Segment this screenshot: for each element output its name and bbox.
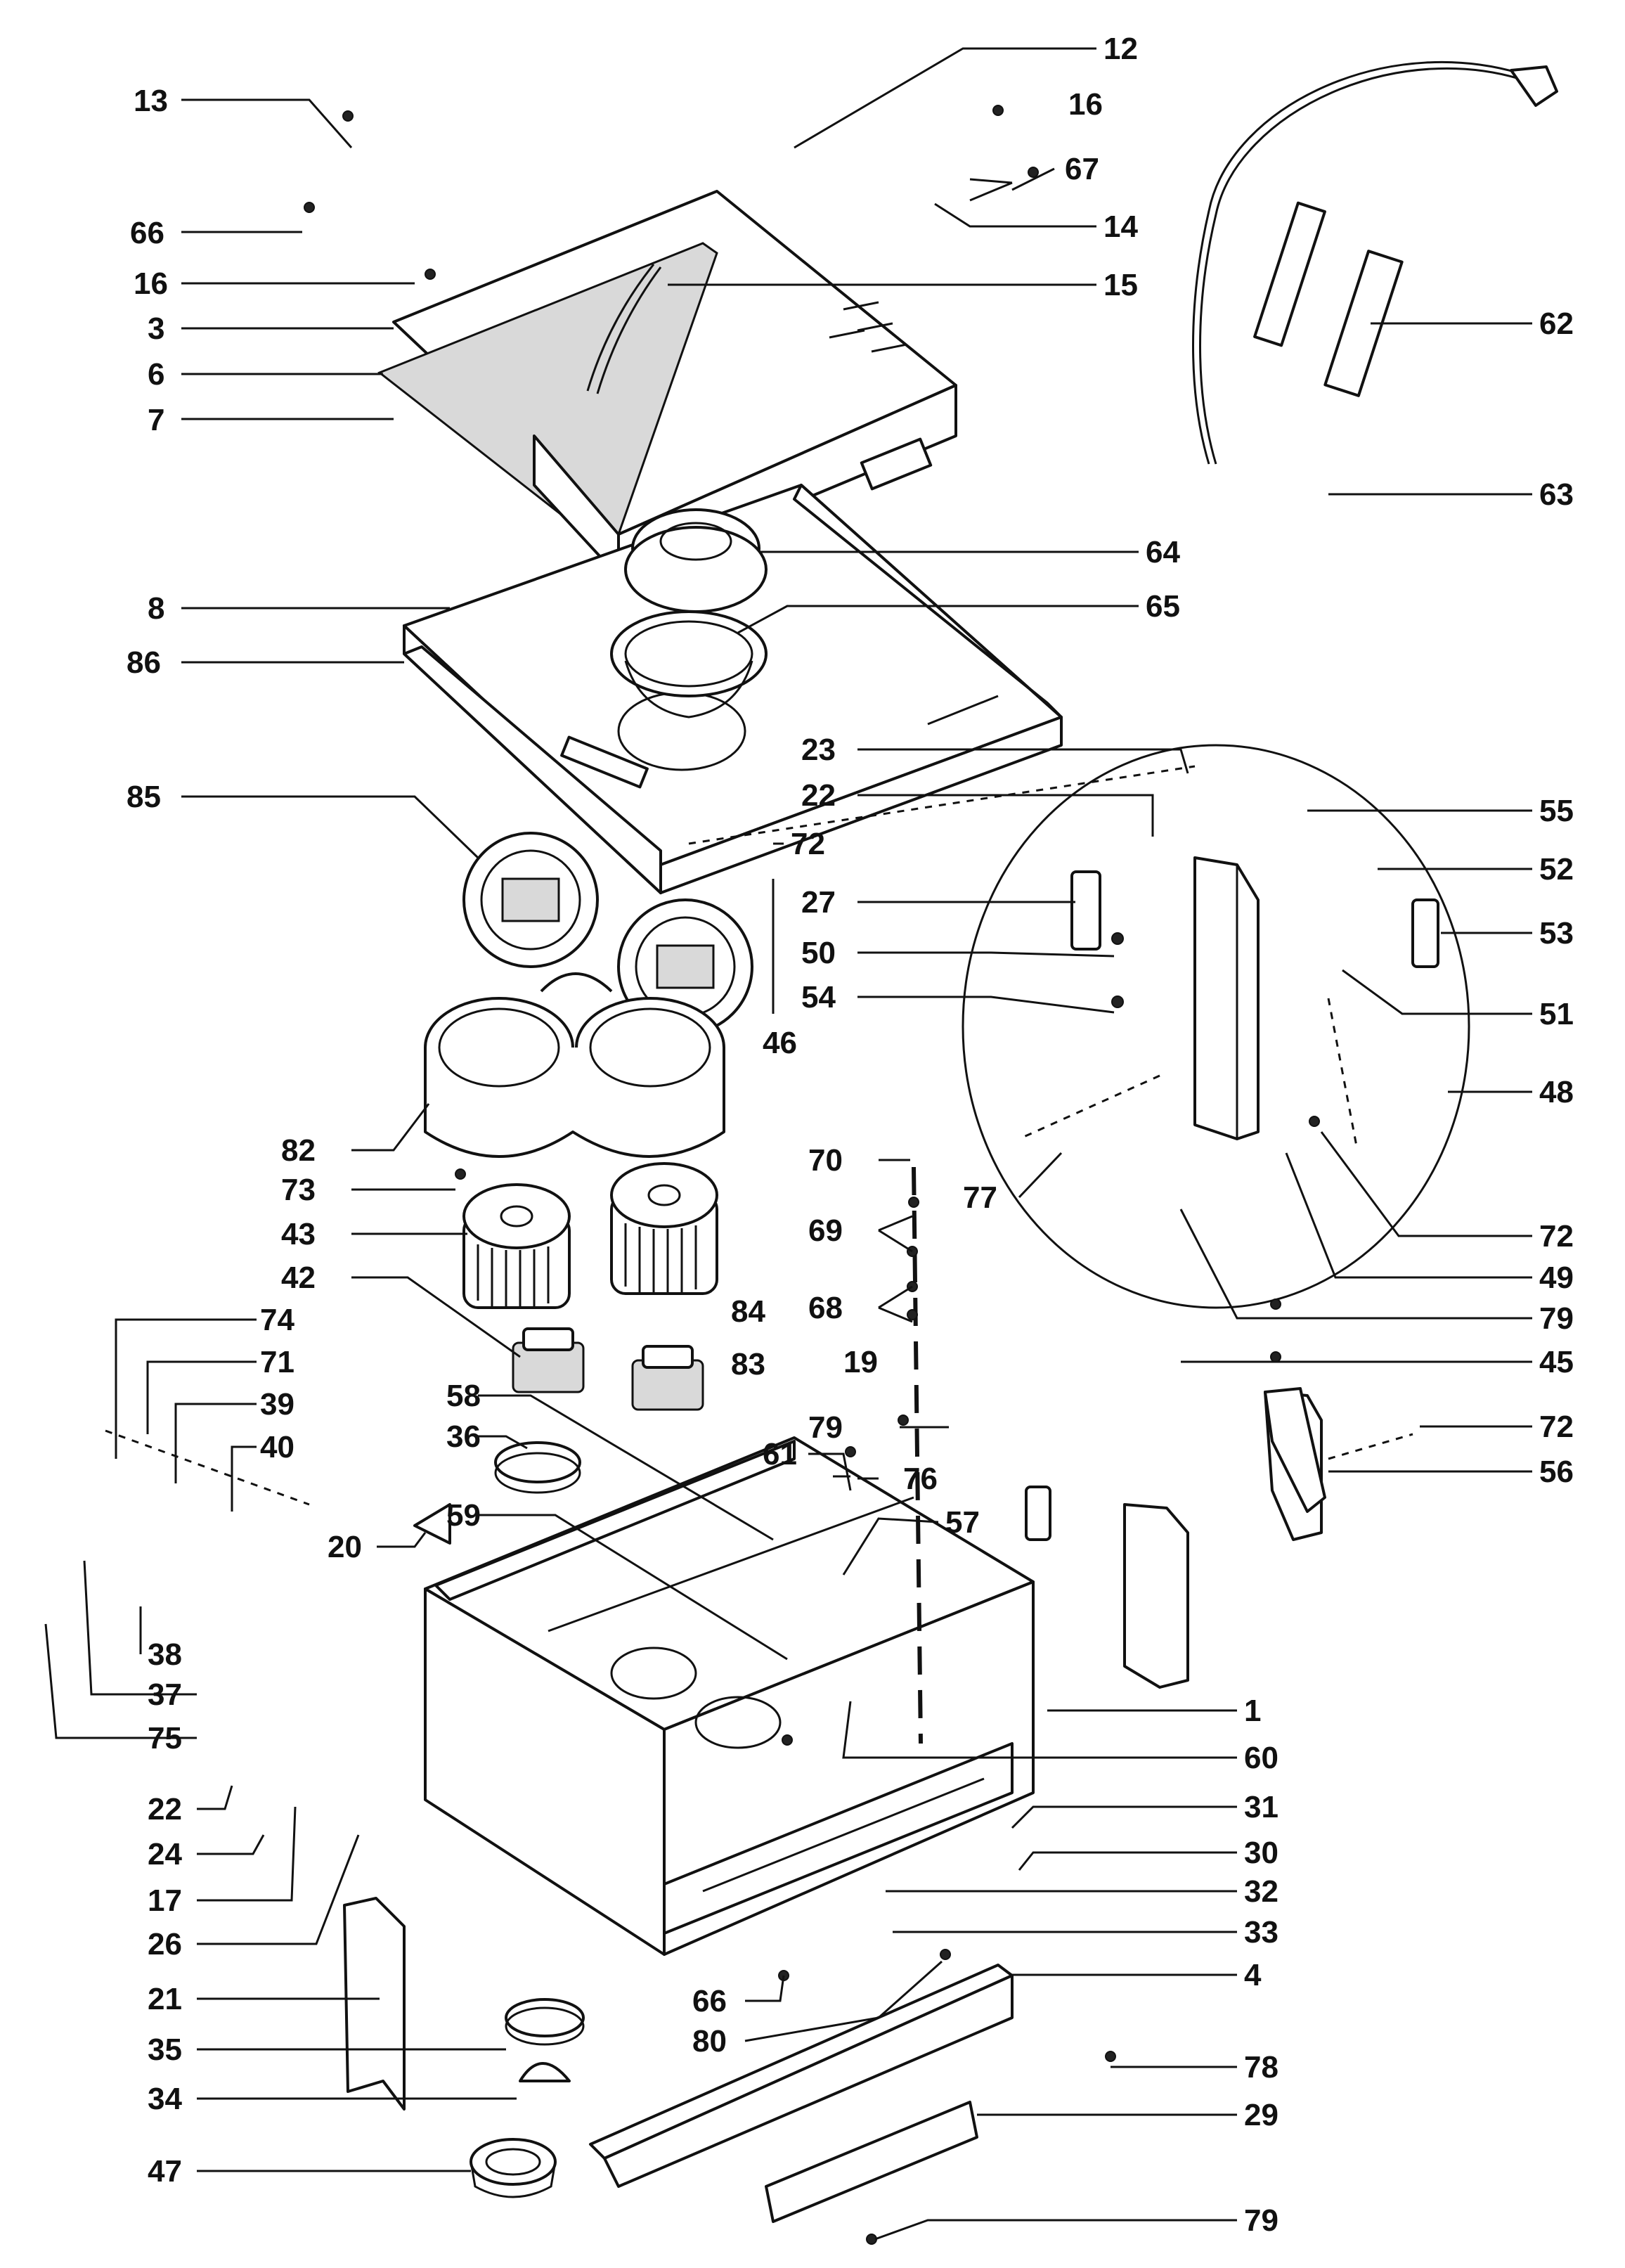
label-60: 60 [1244,1741,1278,1775]
label-74: 74 [260,1303,294,1337]
label-83: 83 [731,1347,765,1381]
label-79-inset: 79 [1539,1301,1574,1336]
ring-parts [413,1441,585,2198]
label-17: 17 [148,1883,182,1918]
label-72-right: 72 [1539,1410,1574,1444]
label-35: 35 [148,2032,182,2067]
label-19: 19 [843,1345,878,1379]
label-51: 51 [1539,997,1574,1031]
label-16-top: 16 [1068,87,1103,122]
motor-ring-parts [610,508,768,719]
label-82: 82 [281,1133,316,1168]
label-55: 55 [1539,794,1574,828]
label-70: 70 [808,1143,843,1178]
label-13: 13 [134,84,168,118]
label-69: 69 [808,1213,843,1248]
label-63: 63 [1539,477,1574,512]
label-67: 67 [1065,152,1099,186]
label-22: 22 [148,1792,182,1826]
label-50: 50 [801,936,836,970]
label-22-upper: 22 [801,778,836,813]
label-33: 33 [1244,1915,1278,1950]
twin-fan-housing-part [424,972,725,1158]
label-79-bottom: 79 [1244,2203,1278,2238]
label-27: 27 [801,885,836,920]
label-3: 3 [148,311,164,346]
label-46: 46 [763,1026,797,1060]
label-37: 37 [148,1677,182,1712]
label-15: 15 [1103,268,1138,302]
label-29: 29 [1244,2098,1278,2132]
fan-cover-parts [462,832,753,1035]
label-40: 40 [260,1430,294,1464]
label-66: 66 [130,216,164,250]
label-6: 6 [148,357,164,392]
label-45: 45 [1539,1345,1574,1379]
label-62: 62 [1539,307,1574,341]
label-71: 71 [260,1345,294,1379]
label-8: 8 [148,591,164,626]
label-76: 76 [903,1462,938,1496]
label-4: 4 [1244,1958,1262,1992]
label-12: 12 [1103,32,1138,66]
label-24: 24 [148,1837,182,1871]
label-75: 75 [148,1721,182,1755]
label-85: 85 [127,780,161,814]
assembly-lines [105,765,1413,1744]
label-57: 57 [945,1505,980,1540]
label-56: 56 [1539,1455,1574,1489]
label-47: 47 [148,2154,182,2189]
label-54: 54 [801,980,836,1014]
label-86: 86 [127,645,161,680]
label-49: 49 [1539,1261,1574,1295]
label-53: 53 [1539,916,1574,951]
label-66-lower: 66 [692,1984,727,2018]
label-20: 20 [328,1530,362,1564]
label-7: 7 [148,403,164,437]
label-1: 1 [1244,1694,1261,1728]
label-14: 14 [1103,210,1138,244]
label-48: 48 [1539,1075,1574,1109]
label-32: 32 [1244,1874,1278,1909]
leader-lines [44,47,1532,2241]
label-21: 21 [148,1982,182,2016]
label-78: 78 [1244,2050,1278,2085]
label-80: 80 [692,2024,727,2058]
label-34: 34 [148,2082,182,2116]
label-38: 38 [148,1637,182,1672]
label-61: 61 [763,1437,797,1471]
part-labels: 13 66 16 3 6 7 8 86 85 82 73 43 42 74 71… [127,32,1574,2238]
label-73: 73 [281,1173,316,1207]
label-79-mid: 79 [808,1410,843,1445]
label-58: 58 [446,1379,481,1413]
label-23: 23 [801,733,836,767]
fan-wheel-parts [462,1162,718,1309]
label-59: 59 [446,1498,481,1533]
label-77: 77 [963,1180,997,1215]
label-65: 65 [1146,589,1180,624]
label-42: 42 [281,1261,316,1295]
small-hardware [304,105,1320,2245]
label-16: 16 [134,266,168,301]
label-36: 36 [446,1419,481,1454]
parts-artwork [105,60,1558,2245]
front-trim-parts [589,1964,1014,2223]
label-30: 30 [1244,1836,1278,1870]
base-cabinet-part [424,1436,1035,1956]
label-52: 52 [1539,852,1574,887]
label-26: 26 [148,1927,182,1961]
label-72-upper: 72 [791,827,825,861]
motor-parts [512,1327,704,1411]
label-39: 39 [260,1387,294,1422]
label-68: 68 [808,1291,843,1325]
detail-inset-circle [962,744,1470,1309]
label-43: 43 [281,1217,316,1251]
label-31: 31 [1244,1790,1278,1824]
label-84: 84 [731,1294,765,1329]
label-64: 64 [1146,535,1180,569]
label-72-inset: 72 [1539,1219,1574,1254]
side-cover-plate-part [1264,1387,1326,1513]
power-cord-part [1192,60,1558,465]
